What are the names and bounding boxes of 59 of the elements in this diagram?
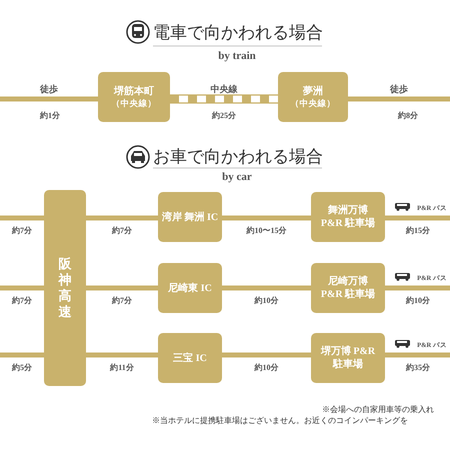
connector-line — [0, 216, 44, 220]
edge-label: 徒歩 — [40, 83, 58, 96]
connector-line — [222, 286, 311, 290]
connector-line — [86, 286, 158, 290]
stop-name: 湾岸 舞洲 IC — [161, 210, 219, 224]
stop-box — [278, 72, 348, 122]
stop-box — [158, 333, 222, 383]
note-text: ※会場への自家用車等の乗入れ — [322, 404, 434, 415]
edge-label: 約10分 — [254, 295, 278, 306]
time-label: 約10分 — [406, 295, 430, 306]
connector-line — [86, 352, 158, 358]
edge-label: 約11分 — [110, 362, 134, 373]
stop-box — [311, 192, 385, 242]
stop-box — [98, 72, 170, 122]
stop-name: 堺万博 P&R 駐車場 — [320, 345, 376, 371]
connector-line — [385, 286, 450, 290]
time-label: 約25分 — [212, 110, 236, 121]
connector-line — [0, 286, 44, 290]
subheading: by train — [218, 50, 256, 62]
stop-name: 尼崎万博 P&R 駐車場 — [320, 275, 376, 301]
connector-line — [222, 352, 311, 358]
connector-line — [222, 216, 311, 220]
note-text: ※当ホテルに提携駐車場はございません。お近くのコインパーキングを — [152, 415, 408, 426]
edge-label: 約7分 — [12, 295, 32, 306]
connector-line — [385, 216, 450, 220]
edge-label: 約10〜15分 — [246, 225, 286, 236]
stop-name: 三宝 IC — [172, 352, 208, 364]
time-label: 約8分 — [398, 110, 418, 121]
heading: 電車で向かわれる場合 — [153, 22, 323, 44]
stop-box — [158, 263, 222, 313]
stop-box — [311, 263, 385, 313]
edge-label: 中央線 — [210, 83, 238, 96]
subheading: by car — [222, 171, 252, 183]
connector-line — [348, 96, 450, 102]
edge-label: 約5分 — [12, 362, 32, 373]
stop-name: （中央線） — [112, 98, 156, 110]
stop-name: （中央線） — [290, 98, 336, 110]
time-label: 約1分 — [40, 110, 60, 121]
edge-label: 徒歩 — [390, 83, 408, 96]
connector-line — [385, 352, 450, 358]
connector-line — [86, 216, 158, 220]
stop-box — [158, 192, 222, 242]
stop-name: 尼崎東 IC — [167, 282, 213, 294]
edge-label: 約7分 — [112, 225, 132, 236]
time-label: 約15分 — [406, 225, 430, 236]
connector-line — [0, 352, 44, 358]
stop-name: 夢洲 — [303, 84, 323, 98]
edge-label: 約10分 — [254, 362, 278, 373]
stop-name: 堺筋本町 — [114, 84, 154, 98]
heading: お車で向かわれる場合 — [153, 146, 323, 168]
edge-label: 約7分 — [12, 225, 32, 236]
road-bar — [44, 190, 86, 386]
connector-line — [0, 96, 98, 102]
stop-box — [311, 333, 385, 383]
stop-name: 阪神高速 — [58, 256, 72, 320]
edge-label: 約7分 — [112, 295, 132, 306]
stop-name: 舞洲万博 P&R 駐車場 — [320, 204, 376, 230]
time-label: 約35分 — [406, 362, 430, 373]
connector-line — [170, 94, 278, 104]
